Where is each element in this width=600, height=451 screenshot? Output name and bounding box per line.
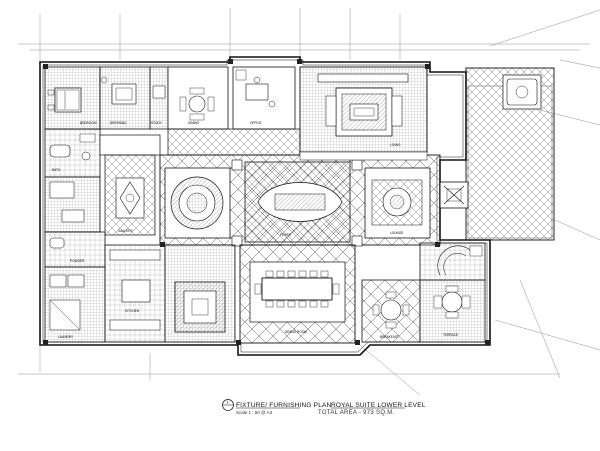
plan-title: FIXTURE/ FURNISHING PLAN [236, 402, 332, 409]
room-label-foyer: FOYER [280, 233, 292, 237]
room-small-dining: DINING [167, 66, 229, 130]
room-office: OFFICE [232, 66, 296, 130]
room-stair-east [419, 242, 486, 281]
room-kitchen: KITCHEN [104, 244, 166, 343]
room-label-office: OFFICE [250, 121, 262, 125]
terrace [439, 67, 555, 241]
room-bedroom: BEDROOM [44, 66, 101, 130]
room-breakfast-west [164, 244, 236, 343]
suite-title: ROYAL SUITE LOWER LEVEL [331, 402, 426, 409]
room-label-powder: POWDER [70, 259, 85, 263]
drawing-number: 1 [226, 400, 229, 405]
room-living: LIVING [299, 66, 428, 153]
room-corridor-west: GALLERY [99, 134, 161, 236]
room-bath: BATH [44, 128, 101, 178]
room-label-bedroom: BEDROOM [80, 121, 97, 125]
plan-scale: Scale 1 : 50 @ A3 [236, 410, 273, 415]
room-label-kitchen: KITCHEN [125, 309, 140, 313]
room-label-dressing: DRESSING [110, 121, 127, 125]
room-label-terrace: TERRACE [443, 333, 458, 337]
construction-lines [18, 8, 600, 396]
room-label-breakfast: BREAKFAST [380, 335, 399, 339]
room-label-gallery: GALLERY [118, 229, 134, 233]
structural-columns [43, 59, 490, 345]
room-label-study: STUDY [151, 121, 163, 125]
room-label-laundry: LAUNDRY [58, 335, 74, 339]
room-dining: DINING ROOM [239, 244, 356, 344]
room-label-bath: BATH [52, 168, 61, 172]
title-block: 1 [222, 399, 405, 411]
room-foyer: FOYER LOUNGE [159, 154, 441, 247]
room-powder: POWDER [44, 231, 106, 268]
hall-north [167, 128, 428, 161]
room-breakfast: BREAKFAST [361, 279, 421, 343]
room-label-living: LIVING [390, 143, 401, 147]
total-area: TOTAL AREA - 973 SQ.M. [318, 410, 395, 416]
room-label-dining: DINING ROOM [285, 330, 307, 334]
room-study: STUDY [149, 66, 169, 130]
room-laundry: LAUNDRY [44, 266, 106, 343]
room-label-lounge: LOUNGE [390, 231, 403, 235]
room-dressing: DRESSING [99, 66, 151, 130]
room-closet-west [44, 176, 101, 233]
room-label-dining-small: DINING [188, 121, 200, 125]
room-terrace-lounge: TERRACE [419, 279, 486, 343]
